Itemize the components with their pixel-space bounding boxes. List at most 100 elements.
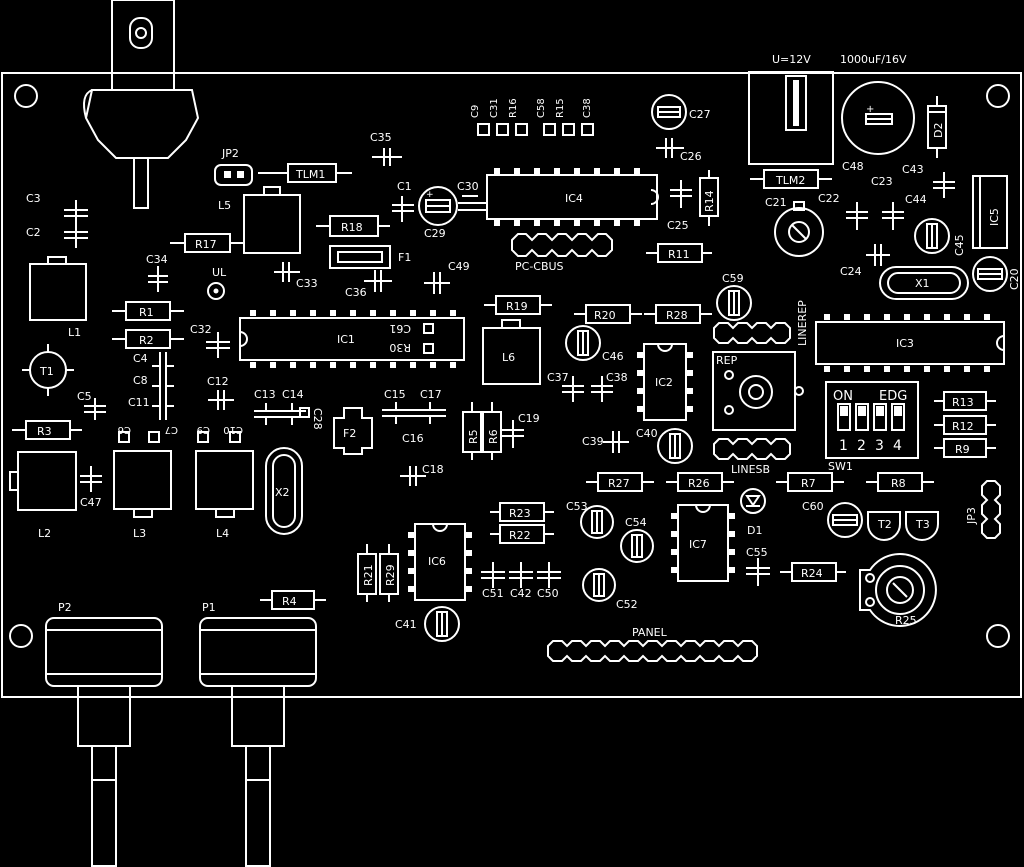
r7: R7 xyxy=(776,472,844,492)
ic6-label: IC6 xyxy=(428,555,446,568)
r13-label: R13 xyxy=(952,396,974,409)
fuse-f1: F1 xyxy=(329,245,411,269)
c35-label: C35 xyxy=(370,131,392,144)
r8-label: R8 xyxy=(891,477,906,490)
c15-c16-c17 xyxy=(382,402,446,424)
c50-label: C50 xyxy=(537,587,559,600)
c23 xyxy=(882,202,904,230)
c42 xyxy=(509,562,533,588)
test-point-ul xyxy=(207,282,225,300)
jp3-label: JP3 xyxy=(965,507,978,525)
c51 xyxy=(481,562,505,588)
c41 xyxy=(424,606,460,642)
p1-label: P1 xyxy=(202,601,216,614)
c46-label: C46 xyxy=(602,350,624,363)
r29: R29 xyxy=(379,544,399,602)
d1-label: D1 xyxy=(747,524,762,537)
c18 xyxy=(400,466,426,486)
l5 xyxy=(243,186,301,254)
svg-text:+: + xyxy=(866,104,874,115)
crystal-x2: X2 xyxy=(265,447,303,535)
sw1-label: SW1 xyxy=(828,460,853,473)
c26 xyxy=(656,138,684,158)
c61-label: C61 xyxy=(389,322,411,335)
transistor-t1: T1 xyxy=(22,344,74,396)
c4-c8-c11-stack xyxy=(152,352,174,420)
r4: R4 xyxy=(260,590,326,610)
c30-label: C30 xyxy=(457,180,479,193)
ic6: IC6 xyxy=(408,523,472,601)
c2-label: C2 xyxy=(26,226,41,239)
c59-label: C59 xyxy=(722,272,744,285)
mounting-hole xyxy=(986,624,1010,648)
c6-label: C6 xyxy=(118,424,131,435)
sw1-pos-2: 2 xyxy=(857,438,866,454)
r1-label: R1 xyxy=(139,306,154,319)
dip-switch-sw1: ON EDG 1 2 3 4 xyxy=(825,381,919,459)
c53-label: C53 xyxy=(566,500,588,513)
r2: R2 xyxy=(112,329,184,349)
c5 xyxy=(84,398,106,420)
pc-cbus-label: PC-CBUS xyxy=(515,260,564,273)
c27-label: C27 xyxy=(689,108,711,121)
c13-c14 xyxy=(254,403,310,425)
crystal-x1: X1 xyxy=(879,266,969,300)
r3: R3 xyxy=(12,420,82,440)
r9-label: R9 xyxy=(955,443,970,456)
c36-label: C36 xyxy=(345,286,367,299)
p2-label: P2 xyxy=(58,601,72,614)
c34 xyxy=(148,266,168,292)
rep-trimmer: REP xyxy=(712,351,804,431)
c3 xyxy=(64,200,88,226)
f2: F2 xyxy=(333,407,373,455)
r14-label: R14 xyxy=(703,190,716,212)
l6 xyxy=(482,319,541,385)
tlm2-label: TLM2 xyxy=(775,174,805,187)
c39 xyxy=(603,431,629,453)
ic1-label: IC1 xyxy=(337,333,355,346)
c55 xyxy=(746,558,770,586)
c18-label: C18 xyxy=(422,463,444,476)
c1 xyxy=(392,196,414,222)
r8: R8 xyxy=(866,472,934,492)
c1-label: C1 xyxy=(397,180,412,193)
f2-label: F2 xyxy=(343,427,356,440)
panel-label: PANEL xyxy=(632,626,668,639)
sw1-pos-4: 4 xyxy=(893,438,902,454)
c35 xyxy=(372,148,402,166)
c31-label: C31 xyxy=(489,98,500,118)
c59 xyxy=(716,285,752,321)
c4-label: C4 xyxy=(133,352,148,365)
c24-label: C24 xyxy=(840,265,862,278)
mounting-hole xyxy=(14,84,38,108)
r29-label: R29 xyxy=(384,564,397,586)
ic5: IC5 xyxy=(972,175,1008,249)
c32 xyxy=(206,332,230,358)
pc-cbus-header: PC-CBUS xyxy=(511,233,613,273)
c41-label: C41 xyxy=(395,618,417,631)
c3-label: C3 xyxy=(26,192,41,205)
c39-label: C39 xyxy=(582,435,604,448)
c33-label: C33 xyxy=(296,277,318,290)
r12-label: R12 xyxy=(952,420,974,433)
c42-label: C42 xyxy=(510,587,532,600)
t3-label: T3 xyxy=(915,518,930,531)
d2-label: D2 xyxy=(932,123,945,138)
r28: R28 xyxy=(644,304,712,324)
r23-label: R23 xyxy=(509,507,531,520)
mounting-hole xyxy=(986,84,1010,108)
r24: R24 xyxy=(780,562,846,582)
c32-label: C32 xyxy=(190,323,212,336)
c48: + xyxy=(841,81,915,155)
c7-label: C7 xyxy=(165,424,178,435)
c29-label: C29 xyxy=(424,227,446,240)
jp2-label: JP2 xyxy=(221,147,239,160)
potentiometer-p2 xyxy=(45,617,163,867)
tlm2: TLM2 xyxy=(750,169,832,189)
c20-label: C20 xyxy=(1008,268,1021,290)
r17-label: R17 xyxy=(195,238,217,251)
r23: R23 xyxy=(490,502,554,522)
l4 xyxy=(195,450,254,518)
r2-label: R2 xyxy=(139,334,154,347)
c13-label: C13 xyxy=(254,388,276,401)
